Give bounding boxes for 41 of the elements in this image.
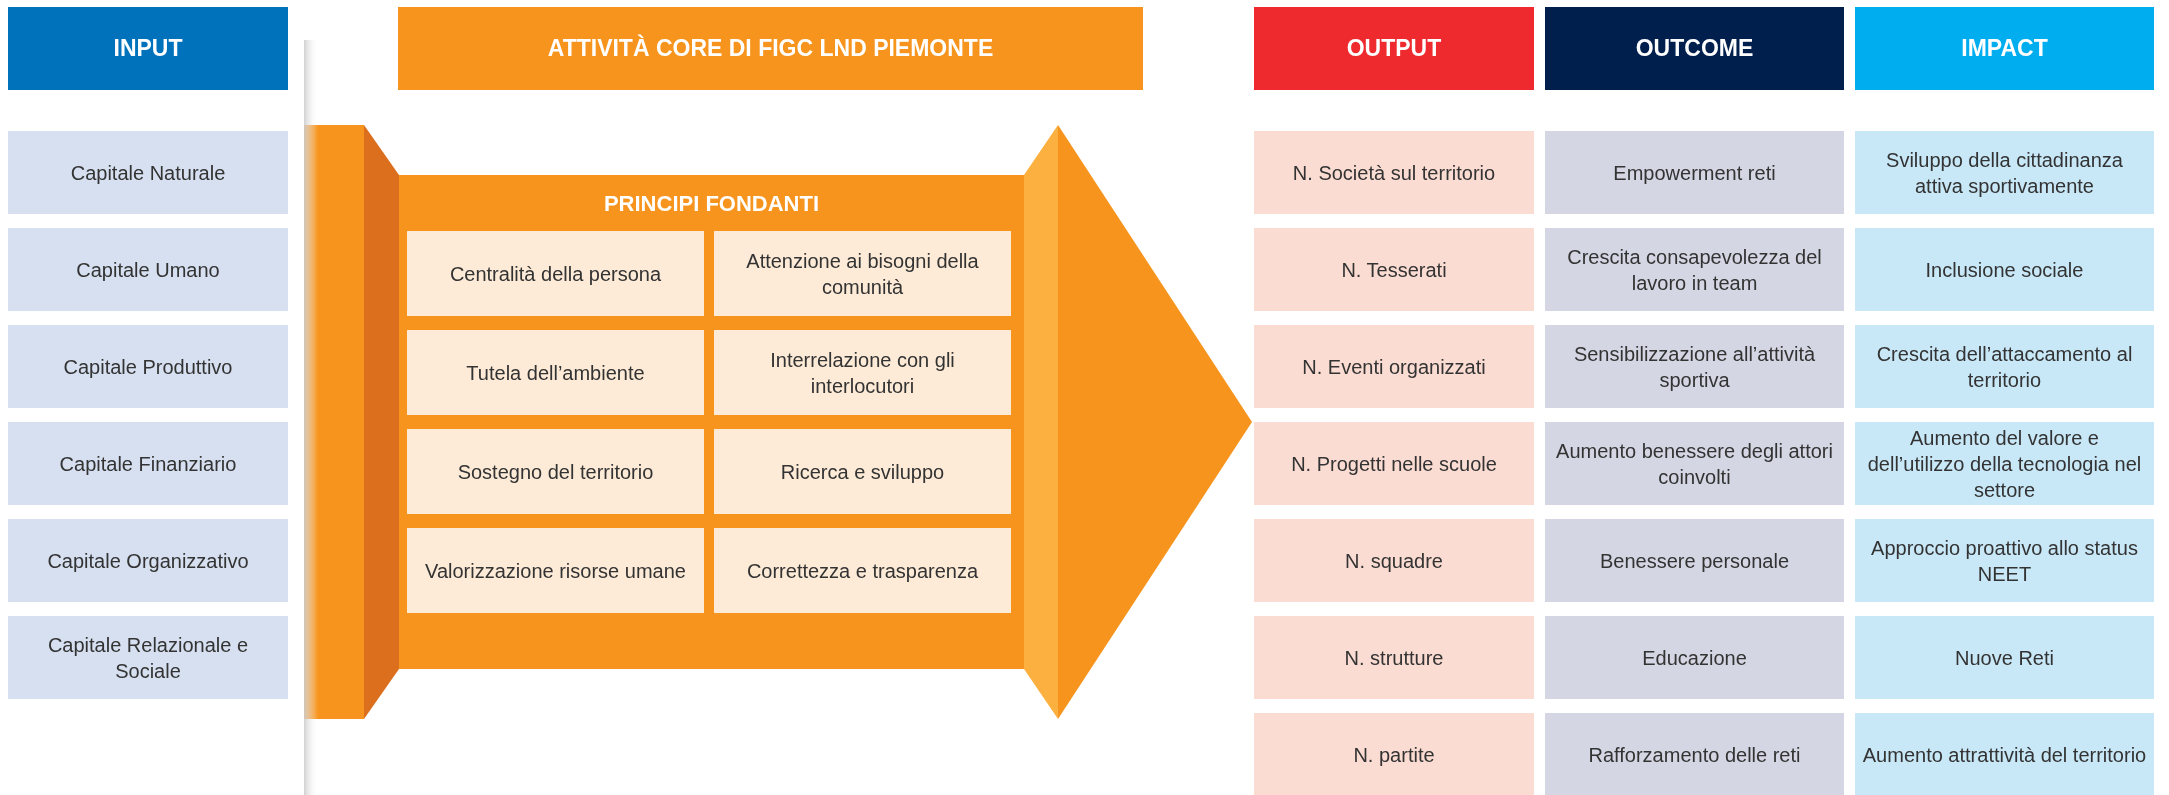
text-box: N. Tesserati <box>1254 228 1534 311</box>
text-box: Capitale Produttivo <box>8 325 288 408</box>
text-box: N. Società sul territorio <box>1254 131 1534 214</box>
text-box: Capitale Organizzativo <box>8 519 288 602</box>
text-box: Crescita dell’attaccamento al territorio <box>1855 325 2154 408</box>
text-box: Educazione <box>1545 616 1844 699</box>
column-header: OUTPUT <box>1254 7 1534 90</box>
text-box: N. Progetti nelle scuole <box>1254 422 1534 505</box>
column-header: INPUT <box>8 7 288 90</box>
text-box: Aumento attrattività del territorio <box>1855 713 2154 795</box>
text-box: Ricerca e sviluppo <box>714 429 1011 514</box>
text-box: Tutela dell’ambiente <box>407 330 704 415</box>
text-box: Aumento del valore e dell’utilizzo della tecnologia nel settore <box>1855 422 2154 505</box>
text-box: Sviluppo della cittadinanza attiva sportivamente <box>1855 131 2154 214</box>
text-box: Interrelazione con gli interlocutori <box>714 330 1011 415</box>
column-header: OUTCOME <box>1545 7 1844 90</box>
text-box: Sostegno del territorio <box>407 429 704 514</box>
text-box: Capitale Relazionale e Sociale <box>8 616 288 699</box>
text-box: Correttezza e trasparenza <box>714 528 1011 613</box>
text-box: Approccio proattivo allo status NEET <box>1855 519 2154 602</box>
panel-heading: PRINCIPI FONDANTI <box>602 191 821 217</box>
text-box: Crescita consapevolezza del lavoro in team <box>1545 228 1844 311</box>
column-header: ATTIVITÀ CORE DI FIGC LND PIEMONTE <box>398 7 1143 90</box>
text-box: Aumento benessere degli attori coinvolti <box>1545 422 1844 505</box>
text-box: Sensibilizzazione all’attività sportiva <box>1545 325 1844 408</box>
text-box: Attenzione ai bisogni della comunità <box>714 231 1011 316</box>
text-box: Capitale Naturale <box>8 131 288 214</box>
text-box: N. partite <box>1254 713 1534 795</box>
text-box: Centralità della persona <box>407 231 704 316</box>
text-box: Inclusione sociale <box>1855 228 2154 311</box>
text-box: N. Eventi organizzati <box>1254 325 1534 408</box>
text-box: Empowerment reti <box>1545 131 1844 214</box>
text-box: Capitale Umano <box>8 228 288 311</box>
text-box: Valorizzazione risorse umane <box>407 528 704 613</box>
text-box: Rafforzamento delle reti <box>1545 713 1844 795</box>
column-header: IMPACT <box>1855 7 2154 90</box>
text-box: N. squadre <box>1254 519 1534 602</box>
text-box: Nuove Reti <box>1855 616 2154 699</box>
text-box: Capitale Finanziario <box>8 422 288 505</box>
text-box: N. strutture <box>1254 616 1534 699</box>
text-box: Benessere personale <box>1545 519 1844 602</box>
